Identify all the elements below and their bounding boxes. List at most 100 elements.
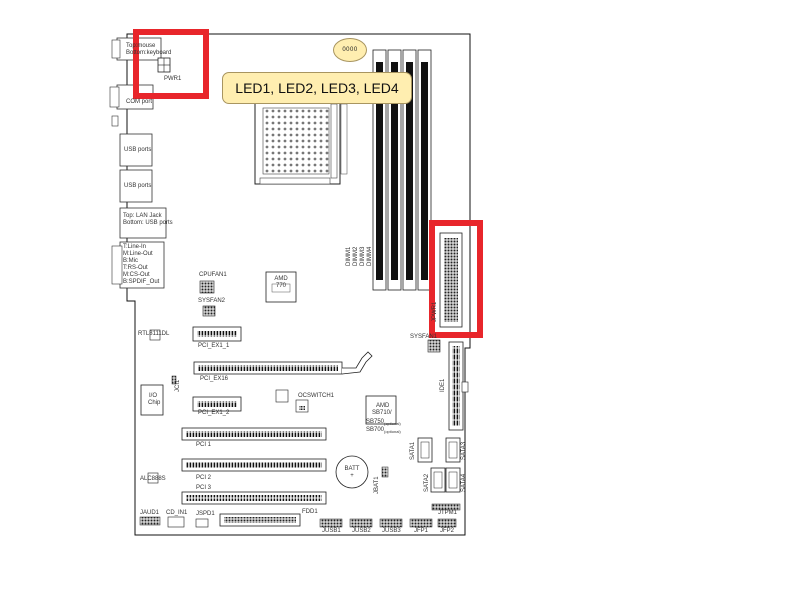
label-sysfan2: SYSFAN2 bbox=[198, 298, 226, 304]
label-fdd1: FDD1 bbox=[302, 509, 318, 515]
label-lan-usb: Top: LAN Jack Bottom: USB ports bbox=[123, 213, 173, 226]
label-ocswitch1: OCSWITCH1 bbox=[298, 393, 334, 399]
jfp2-header bbox=[437, 518, 457, 528]
label-sysfan1: SYSFAN1 bbox=[410, 334, 438, 340]
jaud1-header bbox=[139, 516, 161, 526]
highlight-box-pwr1 bbox=[133, 29, 209, 99]
led-callout: LED1, LED2, LED3, LED4 bbox=[222, 72, 412, 104]
alc888s-chip bbox=[147, 472, 159, 484]
label-bottom-keyboard: Bottom:keyboard bbox=[126, 50, 172, 56]
small-chip bbox=[275, 389, 289, 403]
label-sb-main: SB710/ bbox=[372, 410, 392, 416]
pciex16-latch bbox=[341, 351, 373, 375]
sata3-inner bbox=[448, 441, 458, 459]
highlight-box-atx-24pin bbox=[429, 220, 483, 338]
label-sb700: SB700 bbox=[366, 427, 385, 433]
label-sb700-optional: (optional) bbox=[384, 429, 401, 434]
pciex16-pins bbox=[198, 365, 338, 371]
label-amd770: AMD 770 bbox=[274, 276, 288, 289]
label-pciex16: PCI_EX16 bbox=[200, 376, 229, 382]
ide1-key bbox=[461, 381, 469, 393]
jspd1-header bbox=[195, 518, 209, 528]
label-usb-ports-1: USB ports bbox=[124, 147, 152, 153]
jusb3-header bbox=[379, 518, 403, 528]
label-jpwr1: JPWR1 bbox=[432, 301, 438, 322]
label-usb-ports-2: USB ports bbox=[124, 183, 152, 189]
label-pci3: PCI 3 bbox=[196, 485, 212, 491]
label-sata3: SATA3 bbox=[461, 441, 467, 460]
label-top-mouse: Top:mouse bbox=[126, 43, 156, 49]
label-pci1: PCI 1 bbox=[196, 442, 212, 448]
label-audio: T:Line-In M:Line-Out B:Mic T:RS-Out M:CS… bbox=[123, 244, 160, 285]
label-io-chip: I/O Chip bbox=[148, 393, 161, 406]
label-dimm4: DIMM4 bbox=[367, 246, 373, 266]
jtpm1-header bbox=[431, 503, 461, 511]
label-dimm3: DIMM3 bbox=[360, 246, 366, 266]
label-jci1: JCI1 bbox=[175, 379, 181, 392]
label-rtl8111dl: RTL8111DL bbox=[138, 331, 170, 337]
label-sb750-optional: (optional) bbox=[384, 421, 401, 426]
pci1-pins bbox=[186, 431, 322, 437]
label-ide1: IDE1 bbox=[440, 378, 446, 392]
rtl8111dl-chip bbox=[149, 329, 161, 341]
sata2-inner bbox=[433, 471, 443, 489]
com-port-pin-small bbox=[111, 115, 119, 127]
label-battery: BATT + bbox=[344, 466, 360, 479]
cd-in1-header bbox=[167, 516, 185, 528]
ocswitch1-inner bbox=[299, 406, 305, 410]
sysfan2-header bbox=[202, 305, 216, 317]
led-indicator-bubble: 0000 bbox=[333, 38, 367, 62]
fdd1-pins bbox=[224, 517, 296, 523]
label-dimm2: DIMM2 bbox=[353, 246, 359, 266]
label-jbat1: JBAT1 bbox=[374, 476, 380, 494]
jbat1-header bbox=[381, 466, 389, 478]
audio-jack-block bbox=[119, 241, 165, 289]
io-chip bbox=[140, 384, 164, 416]
pci3-pins bbox=[186, 495, 322, 501]
ide1-pins bbox=[452, 346, 460, 426]
label-jusb3: JUSB3 bbox=[382, 528, 401, 534]
battery bbox=[335, 455, 369, 489]
cpu-socket-base bbox=[259, 177, 331, 185]
label-sata1: SATA1 bbox=[410, 441, 416, 460]
label-jusb1: JUSB1 bbox=[322, 528, 341, 534]
label-pciex1-2: PCI_EX1_2 bbox=[198, 410, 230, 416]
usb-ports-block-1 bbox=[119, 133, 153, 167]
led-indicator-label: 0000 bbox=[342, 47, 358, 53]
label-jtpm1: JTPM1 bbox=[438, 510, 458, 516]
lan-usb-block bbox=[119, 207, 167, 239]
label-jfp2: JFP2 bbox=[440, 528, 455, 534]
label-cd-in1: CD_IN1 bbox=[166, 510, 188, 516]
sata1-inner bbox=[420, 441, 430, 459]
southbridge-chip bbox=[365, 395, 397, 425]
sysfan1-header bbox=[427, 339, 441, 353]
label-sb750: SB750 bbox=[366, 419, 385, 425]
label-pci2: PCI 2 bbox=[196, 475, 212, 481]
pci2-pins bbox=[186, 462, 322, 468]
sata4-inner bbox=[448, 471, 458, 489]
dimm-slots bbox=[372, 49, 432, 291]
amd770-chip-label-box bbox=[271, 283, 291, 293]
label-sata2: SATA2 bbox=[424, 473, 430, 492]
led-callout-text: LED1, LED2, LED3, LED4 bbox=[235, 80, 399, 96]
label-com-port: COM port bbox=[126, 99, 153, 105]
pciex1-1-pins bbox=[197, 331, 237, 337]
com-port-left-stub bbox=[109, 86, 120, 108]
jfp1-header bbox=[409, 518, 433, 528]
usb-ports-block-2 bbox=[119, 169, 153, 203]
label-sb-amd: AMD bbox=[376, 403, 390, 409]
label-jfp1: JFP1 bbox=[414, 528, 429, 534]
label-sata4: SATA4 bbox=[461, 473, 467, 492]
jusb1-header bbox=[319, 518, 343, 528]
ps2-port-left-stub bbox=[111, 39, 121, 59]
cpu-socket-lever bbox=[330, 103, 338, 179]
label-dimm1: DIMM1 bbox=[346, 246, 352, 266]
label-jspd1: JSPD1 bbox=[196, 511, 215, 517]
label-alc888s: ALC888S bbox=[140, 476, 166, 482]
cpufan1-header bbox=[199, 280, 215, 294]
jci1-header bbox=[171, 375, 177, 385]
jusb2-header bbox=[349, 518, 373, 528]
label-jaud1: JAUD1 bbox=[140, 510, 160, 516]
cpu-socket-text-strip bbox=[340, 103, 348, 175]
